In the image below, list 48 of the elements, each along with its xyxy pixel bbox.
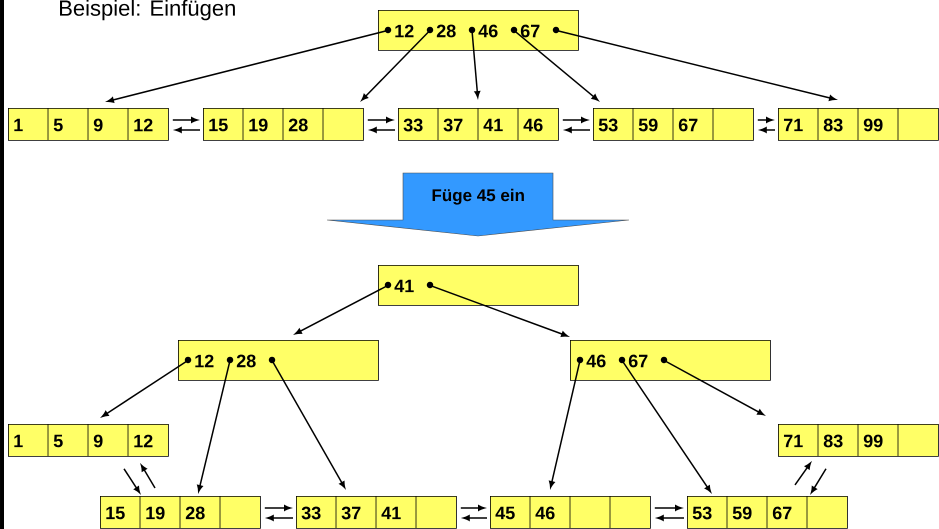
leaf-node: 45 46 — [490, 496, 651, 529]
arrow — [664, 360, 764, 416]
arrow — [760, 127, 775, 133]
arrow — [556, 30, 836, 101]
step-banner: Füge 45 ein — [326, 172, 630, 236]
index-node: 46 67 — [570, 340, 771, 381]
arrow — [264, 505, 291, 511]
arrow — [794, 462, 812, 486]
arrow — [549, 360, 581, 488]
arrow — [463, 515, 487, 521]
arrow — [562, 117, 588, 123]
arrow — [810, 468, 827, 494]
leaf-node: 71 83 99 — [778, 108, 939, 141]
arrow — [758, 117, 773, 123]
arrow — [368, 117, 393, 123]
arrow — [175, 127, 200, 133]
arrow — [172, 117, 198, 123]
leaf-node: 15 19 28 — [203, 108, 364, 141]
arrow — [267, 515, 293, 521]
arrow — [370, 127, 395, 133]
leaf-node: 33 37 41 — [296, 496, 457, 529]
arrow — [271, 360, 346, 488]
arrow — [621, 360, 712, 492]
index-node: 12 28 46 67 — [378, 10, 579, 51]
arrow — [102, 360, 188, 418]
arrow — [140, 464, 156, 488]
leaf-node: 1 5 9 12 — [8, 108, 169, 141]
arrow — [460, 505, 485, 511]
leaf-node: 15 19 28 — [100, 496, 261, 529]
arrow — [107, 30, 388, 103]
arrow — [361, 30, 431, 101]
leaf-node: 53 59 67 — [593, 108, 754, 141]
leaf-node: 1 5 9 12 — [8, 424, 169, 457]
index-node: 41 — [378, 265, 579, 306]
leaf-node: 33 37 41 46 — [398, 108, 559, 141]
index-node: 12 28 — [178, 340, 379, 381]
arrow — [654, 505, 682, 511]
arrow — [514, 30, 598, 101]
title: Beispiel: Einfügen — [60, 0, 235, 20]
arrow — [430, 284, 568, 337]
arrow — [471, 30, 480, 98]
leaf-node: 71 83 99 — [778, 424, 939, 457]
arrow — [565, 127, 590, 133]
leaf-node: 53 59 67 — [687, 496, 848, 529]
arrow — [657, 515, 684, 521]
arrow — [294, 284, 388, 334]
arrow — [197, 360, 231, 492]
arrow — [123, 468, 140, 494]
